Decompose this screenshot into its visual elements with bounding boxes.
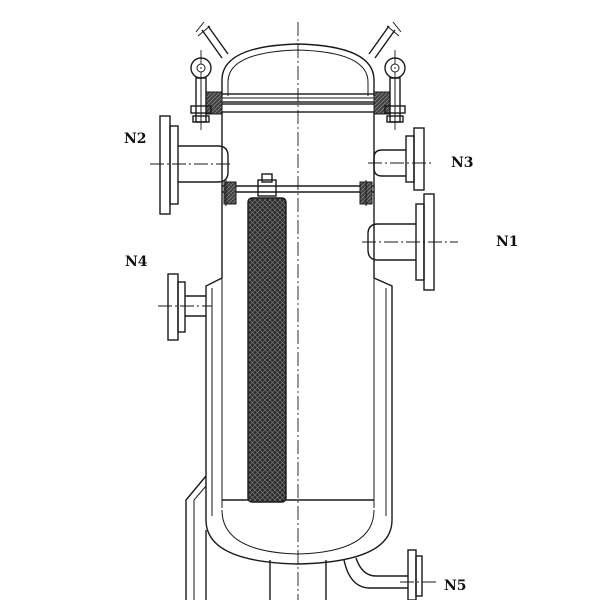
- nozzle-n2: [150, 115, 232, 215]
- nozzle-n3: [368, 127, 434, 191]
- support-leg: [185, 475, 207, 600]
- nozzle-n5: [343, 549, 436, 600]
- upper-shell: [221, 112, 375, 278]
- nozzle-n1: [362, 193, 458, 291]
- label-n4: N4: [125, 254, 148, 270]
- label-n5: N5: [444, 578, 467, 594]
- label-n2: N2: [124, 131, 147, 147]
- nozzle-n4: [158, 273, 212, 341]
- filter-cartridge: [247, 173, 287, 503]
- label-n1: N1: [496, 234, 519, 250]
- cartridge-body: [247, 197, 287, 503]
- left-gasket: [205, 91, 223, 115]
- right-swing-bolt: [368, 21, 406, 132]
- left-swing-bolt: [190, 21, 229, 132]
- right-gasket: [373, 91, 391, 115]
- lower-shell: [205, 277, 393, 600]
- label-n3: N3: [451, 155, 474, 171]
- top-cover: [205, 43, 391, 115]
